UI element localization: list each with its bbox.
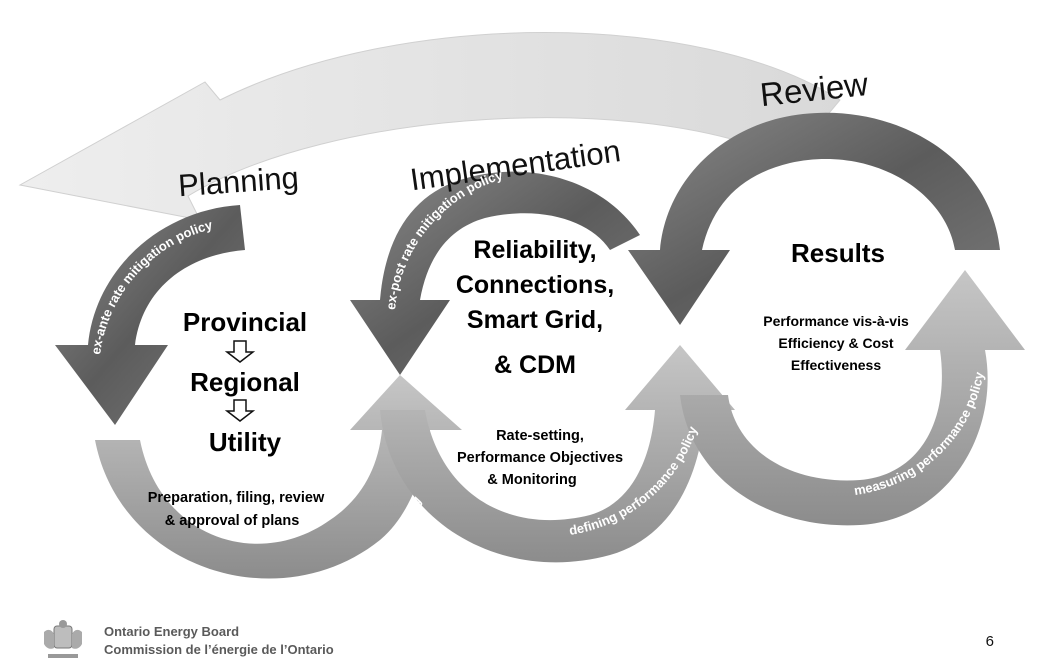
impl-sub-3: & Monitoring: [487, 472, 576, 488]
review-sub-2: Efficiency & Cost: [778, 335, 893, 351]
impl-sub-2: Performance Objectives: [457, 450, 623, 466]
network-investment-arrow: [95, 375, 462, 579]
impl-headline-4: & CDM: [494, 351, 576, 379]
planning-description-line1: Preparation, filing, review: [148, 490, 325, 506]
implementation-loop: [350, 171, 735, 563]
org-name-english: Ontario Energy Board: [104, 624, 240, 639]
review-sub-1: Performance vis-à-vis: [763, 313, 909, 329]
impl-headline-3: Smart Grid,: [467, 306, 603, 334]
organization-name: Ontario Energy Board Commission de l’éne…: [104, 623, 334, 659]
footer: Ontario Energy Board Commission de l’éne…: [40, 618, 1020, 662]
review-content: Results Performance vis-à-vis Efficiency…: [763, 238, 909, 373]
impl-headline-1: Reliability,: [473, 236, 596, 264]
hollow-down-arrow-icon: [224, 399, 256, 422]
level-provincial: Provincial: [183, 307, 307, 337]
level-regional: Regional: [190, 367, 300, 397]
review-loop: [628, 112, 1025, 526]
impl-headline-2: Connections,: [456, 271, 614, 299]
ontario-coat-of-arms-icon: [44, 620, 82, 658]
level-utility: Utility: [209, 427, 282, 457]
review-headline: Results: [791, 238, 885, 268]
defining-performance-arrow: [380, 345, 735, 563]
page-number: 6: [985, 633, 994, 650]
impl-sub-1: Rate-setting,: [496, 428, 584, 444]
planning-loop: [55, 205, 462, 579]
measuring-performance-arrow: [680, 270, 1025, 526]
ex-post-arrow: [350, 171, 640, 375]
planning-description-line2: & approval of plans: [165, 513, 300, 529]
ex-ante-arrow: [55, 205, 245, 425]
review-top-arrow: [628, 112, 1000, 325]
feedback-arrow: [18, 32, 841, 221]
review-sub-3: Effectiveness: [791, 357, 881, 373]
org-name-french: Commission de l’énergie de l’Ontario: [104, 642, 334, 657]
implementation-content: Reliability, Connections, Smart Grid, & …: [456, 236, 623, 488]
hollow-down-arrow-icon: [224, 340, 256, 363]
planning-content: Provincial Regional Utility Preparation,…: [148, 307, 325, 529]
planning-title: Planning: [177, 160, 300, 203]
